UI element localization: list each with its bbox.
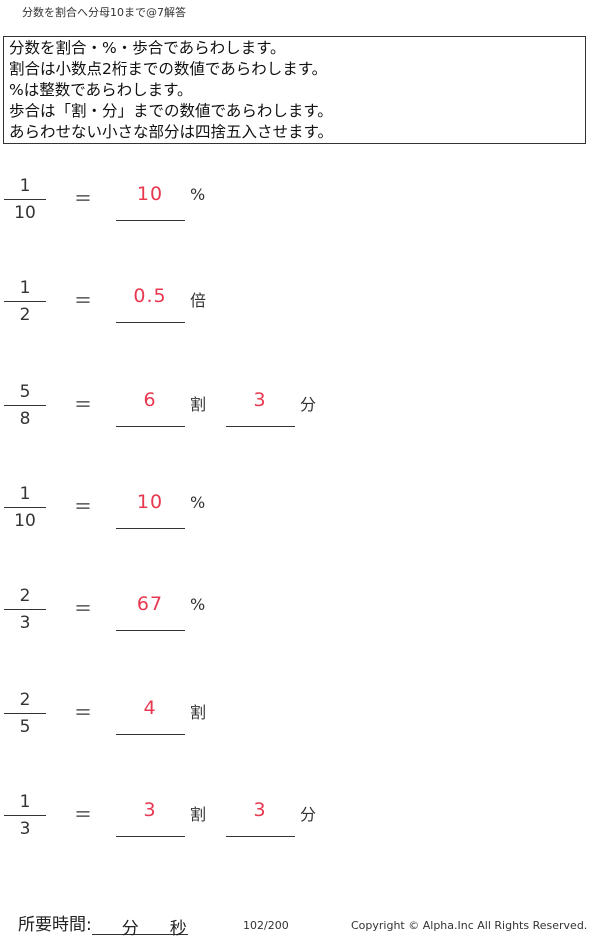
answer-value: 6	[143, 389, 157, 411]
fraction-bar	[4, 609, 46, 611]
answer-line	[116, 220, 185, 222]
answer-unit: 倍	[190, 291, 207, 310]
instruction-line: 割合は小数点2桁までの数値であらわします。	[9, 60, 328, 78]
answer-value: 10	[136, 491, 164, 513]
instructions-box: 分数を割合・%・歩合であらわします。 割合は小数点2桁までの数値であらわします。…	[3, 36, 586, 144]
page-number: 102/200	[243, 919, 289, 932]
denominator: 5	[19, 717, 31, 738]
answer-unit: 割	[190, 805, 207, 824]
fraction: 1 10	[4, 482, 46, 533]
denominator: 10	[14, 511, 36, 532]
equals-sign: ＝	[74, 805, 92, 826]
answer-line	[116, 836, 185, 838]
answer-line	[116, 630, 185, 632]
numerator: 5	[19, 382, 31, 402]
instruction-line: %は整数であらわします。	[9, 81, 193, 99]
answer-line	[116, 426, 185, 428]
answer-unit: %	[190, 185, 206, 204]
denominator: 8	[19, 409, 31, 430]
minutes-label: 分	[121, 919, 139, 939]
equals-sign: ＝	[74, 599, 92, 620]
problem-row: 1 2 ＝ 0.5 倍	[0, 276, 600, 356]
copyright: Copyright © Alpha.Inc All Rights Reserve…	[351, 919, 588, 932]
numerator: 1	[19, 278, 31, 298]
instruction-line: 分数を割合・%・歩合であらわします。	[9, 39, 286, 57]
denominator: 3	[19, 613, 31, 634]
equals-sign: ＝	[74, 497, 92, 518]
numerator: 2	[19, 690, 31, 710]
fraction-bar	[4, 405, 46, 407]
equals-sign: ＝	[74, 189, 92, 210]
answer-line-2	[226, 836, 295, 838]
time-label: 所要時間:	[18, 915, 92, 935]
problem-row: 5 8 ＝ 6 割 3 分	[0, 380, 600, 460]
time-required: 所要時間:分秒	[18, 910, 188, 939]
answer-value: 67	[136, 593, 164, 615]
numerator: 2	[19, 586, 31, 606]
denominator: 2	[19, 305, 31, 326]
answer-value: 4	[143, 697, 157, 719]
problem-row: 2 3 ＝ 67 %	[0, 584, 600, 664]
fraction: 1 10	[4, 174, 46, 225]
answer-unit: %	[190, 595, 206, 614]
answer-value-2: 3	[253, 389, 267, 411]
answer-line	[116, 322, 185, 324]
problem-row: 2 5 ＝ 4 割	[0, 688, 600, 768]
numerator: 1	[19, 176, 31, 196]
answer-unit: %	[190, 493, 206, 512]
problem-row: 1 10 ＝ 10 %	[0, 482, 600, 562]
answer-line-2	[226, 426, 295, 428]
fraction-bar	[4, 713, 46, 715]
problem-row: 1 3 ＝ 3 割 3 分	[0, 790, 600, 870]
instruction-line: 歩合は「割・分」までの数値であらわします。	[9, 102, 333, 120]
equals-sign: ＝	[74, 291, 92, 312]
fraction: 1 3	[4, 790, 46, 841]
answer-unit-2: 分	[300, 805, 317, 824]
answer-unit: 割	[190, 395, 207, 414]
worksheet-title: 分数を割合へ分母10まで@7解答	[22, 6, 186, 19]
instruction-line: あらわせない小さな部分は四捨五入させます。	[9, 123, 333, 141]
denominator: 3	[19, 819, 31, 840]
time-blank: 分秒	[91, 914, 188, 939]
seconds-label: 秒	[169, 919, 187, 939]
fraction-bar	[4, 815, 46, 817]
equals-sign: ＝	[74, 395, 92, 416]
answer-value-2: 3	[253, 799, 267, 821]
answer-value: 10	[136, 183, 164, 205]
fraction: 2 3	[4, 584, 46, 635]
fraction-bar	[4, 301, 46, 303]
fraction: 5 8	[4, 380, 46, 431]
fraction: 2 5	[4, 688, 46, 739]
answer-line	[116, 528, 185, 530]
answer-line	[116, 734, 185, 736]
equals-sign: ＝	[74, 703, 92, 724]
answer-unit: 割	[190, 703, 207, 722]
answer-value: 3	[143, 799, 157, 821]
fraction: 1 2	[4, 276, 46, 327]
answer-value: 0.5	[133, 285, 167, 307]
fraction-bar	[4, 507, 46, 509]
numerator: 1	[19, 792, 31, 812]
answer-unit-2: 分	[300, 395, 317, 414]
problem-row: 1 10 ＝ 10 %	[0, 174, 600, 254]
numerator: 1	[19, 484, 31, 504]
denominator: 10	[14, 203, 36, 224]
fraction-bar	[4, 199, 46, 201]
